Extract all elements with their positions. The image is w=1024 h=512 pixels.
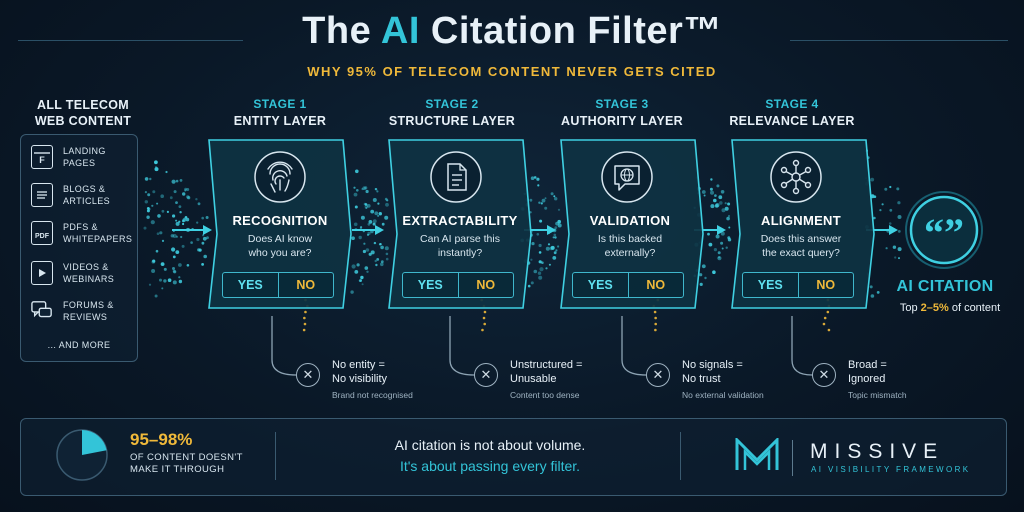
divider [792, 440, 793, 476]
brand-tagline: AI VISIBILITY FRAMEWORK [811, 465, 971, 474]
summary-line-2: It's about passing every filter. [399, 458, 581, 474]
fingerprint-icon [253, 150, 307, 204]
reject-2-x-icon: ✕ [474, 363, 498, 387]
stage-4-layer: RELEVANCE LAYER [729, 114, 855, 128]
stage-3-reject-reason: No external validation [682, 390, 764, 400]
document-icon [31, 183, 53, 207]
stage-2-panel [388, 139, 532, 309]
reject-1-x-icon: ✕ [296, 363, 320, 387]
stage-3-no: NO [646, 278, 666, 292]
landing-page-icon: F [31, 145, 53, 169]
reject-4-x-icon: ✕ [812, 363, 836, 387]
source-item-videos: VIDEOS &WEBINARS [31, 261, 114, 285]
quote-icon: “” [904, 190, 984, 270]
stage-1-panel [208, 139, 352, 309]
source-item-blogs: BLOGS &ARTICLES [31, 183, 110, 207]
title-divider-left [18, 40, 243, 41]
stage-4-panel [731, 139, 875, 309]
stage-3-yes: YES [573, 273, 629, 297]
brand-name: MISSIVE [810, 440, 945, 463]
stage-4-no: NO [816, 278, 836, 292]
stage-2-reject-reason: Content too dense [510, 390, 580, 400]
stage-2-layer: STRUCTURE LAYER [388, 114, 516, 128]
pie-icon [54, 427, 110, 483]
pdf-icon: PDF [31, 221, 53, 245]
svg-text:“”: “” [924, 210, 964, 255]
percent-value: 95–98% [130, 430, 193, 449]
citation-label: AI CITATION [896, 278, 994, 295]
globe-chat-icon [600, 150, 654, 204]
stage-3-layer: AUTHORITY LAYER [561, 114, 683, 128]
stage-3-number: STAGE 3 [595, 97, 649, 111]
stage-2-yes: YES [403, 273, 459, 297]
summary-line-1: AI citation is not about volume. [394, 437, 586, 453]
stage-1-reject-text: No entity =No visibility [332, 359, 388, 385]
stage-4-number: STAGE 4 [765, 97, 819, 111]
stage-1-no: NO [296, 278, 316, 292]
citation-subtext: Top 2–5% of content [899, 302, 1001, 314]
stage-2-no: NO [476, 278, 496, 292]
stage-1-yes: YES [223, 273, 279, 297]
divider [275, 432, 276, 480]
network-icon [769, 150, 823, 204]
source-item-forums: FORUMS &REVIEWS [31, 299, 114, 323]
reject-3-x-icon: ✕ [646, 363, 670, 387]
stage-4-title: ALIGNMENT [761, 213, 841, 228]
stage-3-reject-text: No signals =No trust [682, 359, 743, 385]
stage-4-decision: YES NO [742, 272, 854, 298]
summary-banner [20, 418, 1007, 496]
missive-logo [735, 436, 779, 472]
stage-4-yes: YES [743, 273, 799, 297]
stage-2-number: STAGE 2 [425, 97, 479, 111]
document-icon [429, 150, 483, 204]
svg-text:F: F [39, 155, 45, 165]
source-item-pdfs: PDF PDFS &WHITEPAPERS [31, 221, 132, 245]
stage-1-number: STAGE 1 [253, 97, 307, 111]
stage-2-title: EXTRACTABILITY [402, 213, 518, 228]
stage-1-decision: YES NO [222, 272, 334, 298]
page-title: The AI Citation Filter™ [302, 10, 722, 52]
stage-3-title: VALIDATION [589, 213, 671, 228]
title-divider-right [790, 40, 1008, 41]
stage-4-reject-reason: Topic mismatch [848, 390, 907, 400]
stage-1-reject-reason: Brand not recognised [332, 390, 413, 400]
stage-1-layer: ENTITY LAYER [233, 114, 327, 128]
subtitle: WHY 95% OF TELECOM CONTENT NEVER GETS CI… [307, 64, 717, 79]
source-more: ... AND MORE [47, 340, 111, 350]
stage-4-reject-text: Broad =Ignored [848, 359, 887, 385]
stage-3-decision: YES NO [572, 272, 684, 298]
stage-1-title: RECOGNITION [232, 213, 328, 228]
stage-2-decision: YES NO [402, 272, 514, 298]
play-icon [31, 261, 53, 285]
chat-icon [31, 299, 53, 323]
stage-3-panel [560, 139, 704, 309]
svg-text:PDF: PDF [35, 233, 50, 240]
stage-2-reject-text: Unstructured =Unusable [510, 359, 583, 385]
divider [680, 432, 681, 480]
